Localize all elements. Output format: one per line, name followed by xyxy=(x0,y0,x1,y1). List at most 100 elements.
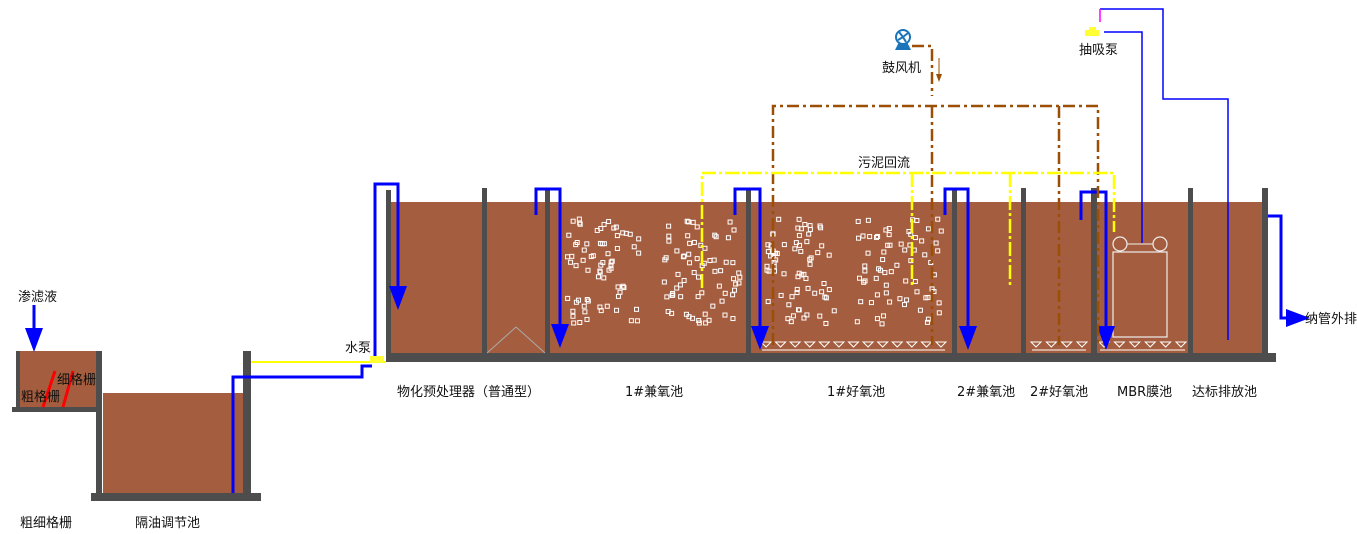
bio-carrier-media xyxy=(902,247,908,253)
bio-carrier-media xyxy=(796,216,802,222)
bio-carrier-media xyxy=(858,299,864,305)
aeration-diffuser xyxy=(905,341,919,348)
air-pipes xyxy=(771,44,1100,345)
aeration-diffuser xyxy=(1045,341,1058,348)
tank-floor xyxy=(386,353,1276,362)
bio-carrier-media xyxy=(599,241,605,247)
bio-carrier-media xyxy=(794,286,800,292)
bio-carrier-media xyxy=(620,283,626,289)
bio-carrier-media xyxy=(570,313,576,319)
blower-icon[interactable] xyxy=(895,29,911,50)
aeration-diffuser xyxy=(1075,341,1089,348)
bio-carrier-media xyxy=(873,234,879,240)
bio-carrier-media xyxy=(819,243,825,249)
bio-carrier-media xyxy=(695,274,701,280)
bio-carrier-media xyxy=(732,287,738,293)
bio-carrier-media xyxy=(681,253,687,259)
tank-partition-wall xyxy=(746,188,751,355)
bio-carrier-media xyxy=(802,222,808,228)
bio-carrier-media xyxy=(886,232,892,238)
bio-carrier-media xyxy=(922,252,928,258)
aerobic1-to-anoxic2-pipe xyxy=(943,187,977,350)
bio-carrier-media xyxy=(790,313,796,319)
bio-carrier-media xyxy=(614,233,620,239)
bio-carrier-media xyxy=(566,232,572,238)
sludge-return-pipes xyxy=(700,171,1116,288)
oil-tank-label: 隔油调节池 xyxy=(135,516,200,531)
bio-carrier-media xyxy=(826,252,832,258)
bio-carrier-media xyxy=(925,316,931,322)
pretreatment-to-anoxic1-pipe xyxy=(534,187,569,348)
aeration-diffuser xyxy=(1128,341,1142,348)
bio-carrier-media xyxy=(675,271,681,277)
bio-carrier-media xyxy=(883,227,889,233)
bio-carrier-media xyxy=(691,270,697,276)
bio-carrier-media xyxy=(781,271,787,277)
bio-carrier-media xyxy=(812,290,818,296)
bio-carrier-media xyxy=(666,223,672,229)
bio-carrier-media xyxy=(690,219,696,225)
bio-carrier-media xyxy=(568,259,574,265)
mbr-label: MBR膜池 xyxy=(1117,385,1172,400)
bio-carrier-media xyxy=(883,282,889,288)
bio-carrier-media xyxy=(604,303,610,309)
bio-carrier-media xyxy=(580,257,586,263)
blower-label: 鼓风机 xyxy=(882,61,921,76)
oil-tank xyxy=(91,351,261,501)
bio-carrier-media xyxy=(584,296,590,302)
bio-carrier-media xyxy=(797,242,803,248)
bio-carrier-media xyxy=(685,233,691,239)
bio-carrier-media xyxy=(614,245,620,251)
bio-carrier-media xyxy=(574,240,580,246)
bio-carrier-media xyxy=(936,310,942,316)
bio-carrier-media xyxy=(690,315,696,321)
bio-carrier-media xyxy=(807,223,813,229)
bio-carrier-media xyxy=(582,309,588,315)
suction-pump-icon[interactable] xyxy=(1085,27,1099,36)
suction-pump-label: 抽吸泵 xyxy=(1079,43,1118,58)
bio-carrier-media xyxy=(730,316,736,322)
bio-carrier-media xyxy=(719,298,725,304)
bio-carrier-media xyxy=(894,262,900,268)
aeration-diffuser xyxy=(934,341,948,348)
bio-carrier-media xyxy=(856,275,862,281)
bio-carrier-media xyxy=(772,250,778,256)
bio-carrier-media xyxy=(912,278,918,284)
mbr-membrane-module xyxy=(1112,251,1168,338)
anoxic1-to-aerobic1-pipe xyxy=(733,187,769,350)
main-tank-water xyxy=(391,202,1265,354)
bio-carrier-media xyxy=(581,303,587,309)
discharge-tank-label: 达标排放池 xyxy=(1192,385,1257,400)
pretreatment-label: 物化预处理器（普通型） xyxy=(397,385,540,400)
bio-carrier-media xyxy=(691,239,697,245)
bio-carrier-media xyxy=(716,283,722,289)
bio-carrier-media xyxy=(883,290,889,296)
bio-carrier-media xyxy=(821,280,827,286)
bio-carrier-media xyxy=(865,217,871,223)
bio-carrier-media xyxy=(736,280,742,286)
tank-partition-wall xyxy=(545,188,550,355)
bio-carrier-media xyxy=(788,319,794,325)
anoxic2-label: 2#兼氧池 xyxy=(957,385,1015,400)
blower-outlet-pipe xyxy=(912,44,934,96)
tank-partition-wall xyxy=(1091,188,1097,355)
aeration-diffuser xyxy=(832,341,846,348)
bio-carrier-media xyxy=(938,228,944,234)
bio-carrier-media xyxy=(636,250,642,256)
tank-floor xyxy=(12,407,100,412)
bio-carrier-media xyxy=(831,308,837,314)
bio-carrier-media xyxy=(765,299,771,305)
bio-carrier-media xyxy=(686,251,692,257)
fine-grate-label: 细格栅 xyxy=(57,372,96,388)
bio-carrier-media xyxy=(917,307,923,313)
bio-carrier-media xyxy=(796,270,802,276)
bio-carrier-media xyxy=(793,240,799,246)
bio-carrier-media xyxy=(823,295,829,301)
oil-tank-to-pump-pipe xyxy=(231,364,372,493)
oil-tank-water xyxy=(103,393,243,493)
outlet-label: 纳管外排 xyxy=(1305,312,1357,327)
bio-carrier-media xyxy=(882,270,888,276)
grate-tank-label: 粗细格栅 xyxy=(20,515,72,531)
water-pump-icon[interactable] xyxy=(370,356,384,363)
